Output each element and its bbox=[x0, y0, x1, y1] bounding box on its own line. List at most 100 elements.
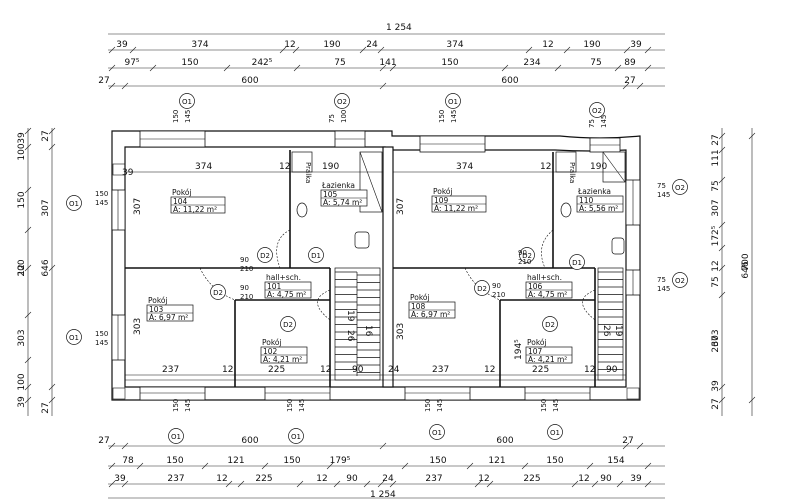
left-col1-dim-tick-4 bbox=[24, 264, 32, 272]
bot-row1-dim-1: 600 bbox=[241, 436, 258, 446]
room-name: Pokój bbox=[148, 296, 168, 305]
window-size-width: 75 bbox=[328, 114, 336, 123]
window-size-width: 75 bbox=[657, 276, 666, 284]
party-wall bbox=[382, 146, 394, 388]
sink-left bbox=[296, 202, 308, 218]
top-row3-dim-1: 600 bbox=[241, 76, 258, 86]
left-col2-dim-0: 27 bbox=[41, 130, 51, 141]
top-row2-dim-tick-0 bbox=[108, 64, 116, 72]
room-name: Pokój bbox=[172, 188, 192, 197]
right-col1-dim-tick-5 bbox=[718, 264, 726, 272]
window-size-width: 90 bbox=[240, 256, 249, 264]
symbol-d2-label: D2 bbox=[477, 285, 487, 293]
bot-row2-dim-tick-1 bbox=[136, 462, 144, 470]
room-number: 107 bbox=[528, 347, 543, 356]
window-size-width: 150 bbox=[438, 110, 446, 123]
window-size-height: 145 bbox=[436, 399, 444, 412]
bot-row1-dim-tick-1 bbox=[121, 442, 129, 450]
int-dim-bl-237: 237 bbox=[162, 365, 179, 375]
left-col1-dim-tick-6 bbox=[24, 356, 32, 364]
bot-row2-dim-7: 150 bbox=[546, 456, 563, 466]
right-col1-dim-tick-3 bbox=[718, 221, 726, 229]
toilet-left bbox=[354, 231, 370, 249]
left-col1-dim-tick-5 bbox=[24, 311, 32, 319]
window-size-height: 145 bbox=[95, 199, 108, 207]
symbol-d2-circle bbox=[542, 316, 558, 332]
left-col1-dim-tick-8 bbox=[24, 396, 32, 404]
room-number: 103 bbox=[149, 305, 164, 314]
room-name: Pokój bbox=[410, 293, 430, 302]
bot-row2-dim-tick-6 bbox=[466, 462, 474, 470]
int-dim-bl-90: 90 bbox=[352, 365, 364, 375]
bot-row2-dim-tick-5 bbox=[401, 462, 409, 470]
int-dim-v-left-303: 303 bbox=[133, 318, 143, 335]
right-col1-dim-2: 75 bbox=[711, 180, 721, 191]
int-dim-v-mid-303: 303 bbox=[396, 323, 406, 340]
sink-right bbox=[560, 202, 572, 218]
bot-row1-dim-tick-2 bbox=[379, 442, 387, 450]
bot-row2-dim-2: 121 bbox=[227, 456, 244, 466]
bot-row3-dim-tick-11 bbox=[571, 480, 579, 488]
window-size-height: 145 bbox=[95, 339, 108, 347]
symbol-o1-label: O1 bbox=[182, 98, 192, 106]
stair-right-dim-1: 26 bbox=[601, 325, 611, 337]
bot-row3-dim-7: 237 bbox=[425, 474, 442, 484]
symbol-o2-circle bbox=[334, 93, 350, 109]
top-row3-dim-3: 27 bbox=[624, 76, 635, 86]
left-col1-dim-5: 303 bbox=[17, 329, 27, 346]
top-row2-dim-tick-8 bbox=[614, 64, 622, 72]
window-size-height: 145 bbox=[298, 399, 306, 412]
bot-row2-dim-tick-9 bbox=[644, 462, 652, 470]
symbol-o2-circle bbox=[672, 179, 688, 195]
bot-row3-dim-5: 90 bbox=[346, 474, 358, 484]
room-number: 109 bbox=[434, 196, 449, 205]
symbol-o1-circle bbox=[179, 93, 195, 109]
symbol-o1-label: O1 bbox=[69, 200, 79, 208]
top-row2-dim-0: 97⁵ bbox=[124, 58, 139, 68]
top-row1-dim-tick-4 bbox=[359, 46, 367, 54]
symbol-d2-label: D2 bbox=[283, 321, 293, 329]
left-col2-dim-tick-4 bbox=[48, 396, 56, 404]
room-name: Pokój bbox=[262, 338, 282, 347]
right-col2-dim-1: 700 bbox=[741, 253, 751, 270]
right-col1-dim-4: 172⁵ bbox=[711, 225, 721, 246]
top-row2-dim-tick-7 bbox=[554, 64, 562, 72]
top-row2-dim-1: 150 bbox=[181, 58, 198, 68]
bot-row1-dim-0: 27 bbox=[98, 436, 109, 446]
right-col1-dim-9: 39 bbox=[711, 380, 721, 392]
symbol-o1-label: O1 bbox=[432, 429, 442, 437]
top-row1-dim-tick-6 bbox=[525, 46, 533, 54]
interior-dimensions: 374 12 190 374 12 190 237 12 225 12 90 2… bbox=[122, 162, 626, 376]
bot-row1-dim-tick-3 bbox=[622, 442, 630, 450]
int-dim-12-left: 12 bbox=[279, 162, 290, 172]
stairs-right: 26 19 bbox=[597, 267, 624, 381]
bot-row3-dim-11: 90 bbox=[600, 474, 612, 484]
window-size-width: 150 bbox=[95, 190, 108, 198]
left-col1-dim-tick-1 bbox=[24, 143, 32, 151]
right-col1-dim-tick-1 bbox=[718, 146, 726, 154]
room-number: 101 bbox=[267, 282, 282, 291]
room-area: A: 11,22 m² bbox=[434, 204, 478, 213]
symbol-d2-circle bbox=[257, 247, 273, 263]
int-dim-br-225: 225 bbox=[532, 365, 549, 375]
symbol-d2-circle bbox=[210, 284, 226, 300]
int-dim-bl-225: 225 bbox=[268, 365, 285, 375]
left-col1-dim-7: 39 bbox=[17, 396, 27, 408]
top-row2-dim-tick-5 bbox=[389, 64, 397, 72]
symbol-o2-label: O2 bbox=[592, 107, 602, 115]
bot-row3-dim-tick-13 bbox=[616, 480, 624, 488]
top-row1-dim-4: 24 bbox=[366, 40, 378, 50]
bot-row2-dim-tick-8 bbox=[586, 462, 594, 470]
room-number: 110 bbox=[579, 196, 594, 205]
bot-row1-dim-3: 27 bbox=[622, 436, 633, 446]
bot-row2-dim-tick-4 bbox=[326, 462, 334, 470]
right-col1-dim-tick-0 bbox=[718, 132, 726, 140]
room-name: Łazienka bbox=[321, 181, 355, 190]
window-size-height: 145 bbox=[552, 399, 560, 412]
window-size-height: 145 bbox=[600, 115, 608, 128]
windows bbox=[111, 130, 641, 401]
window-size-width: 150 bbox=[172, 399, 180, 412]
